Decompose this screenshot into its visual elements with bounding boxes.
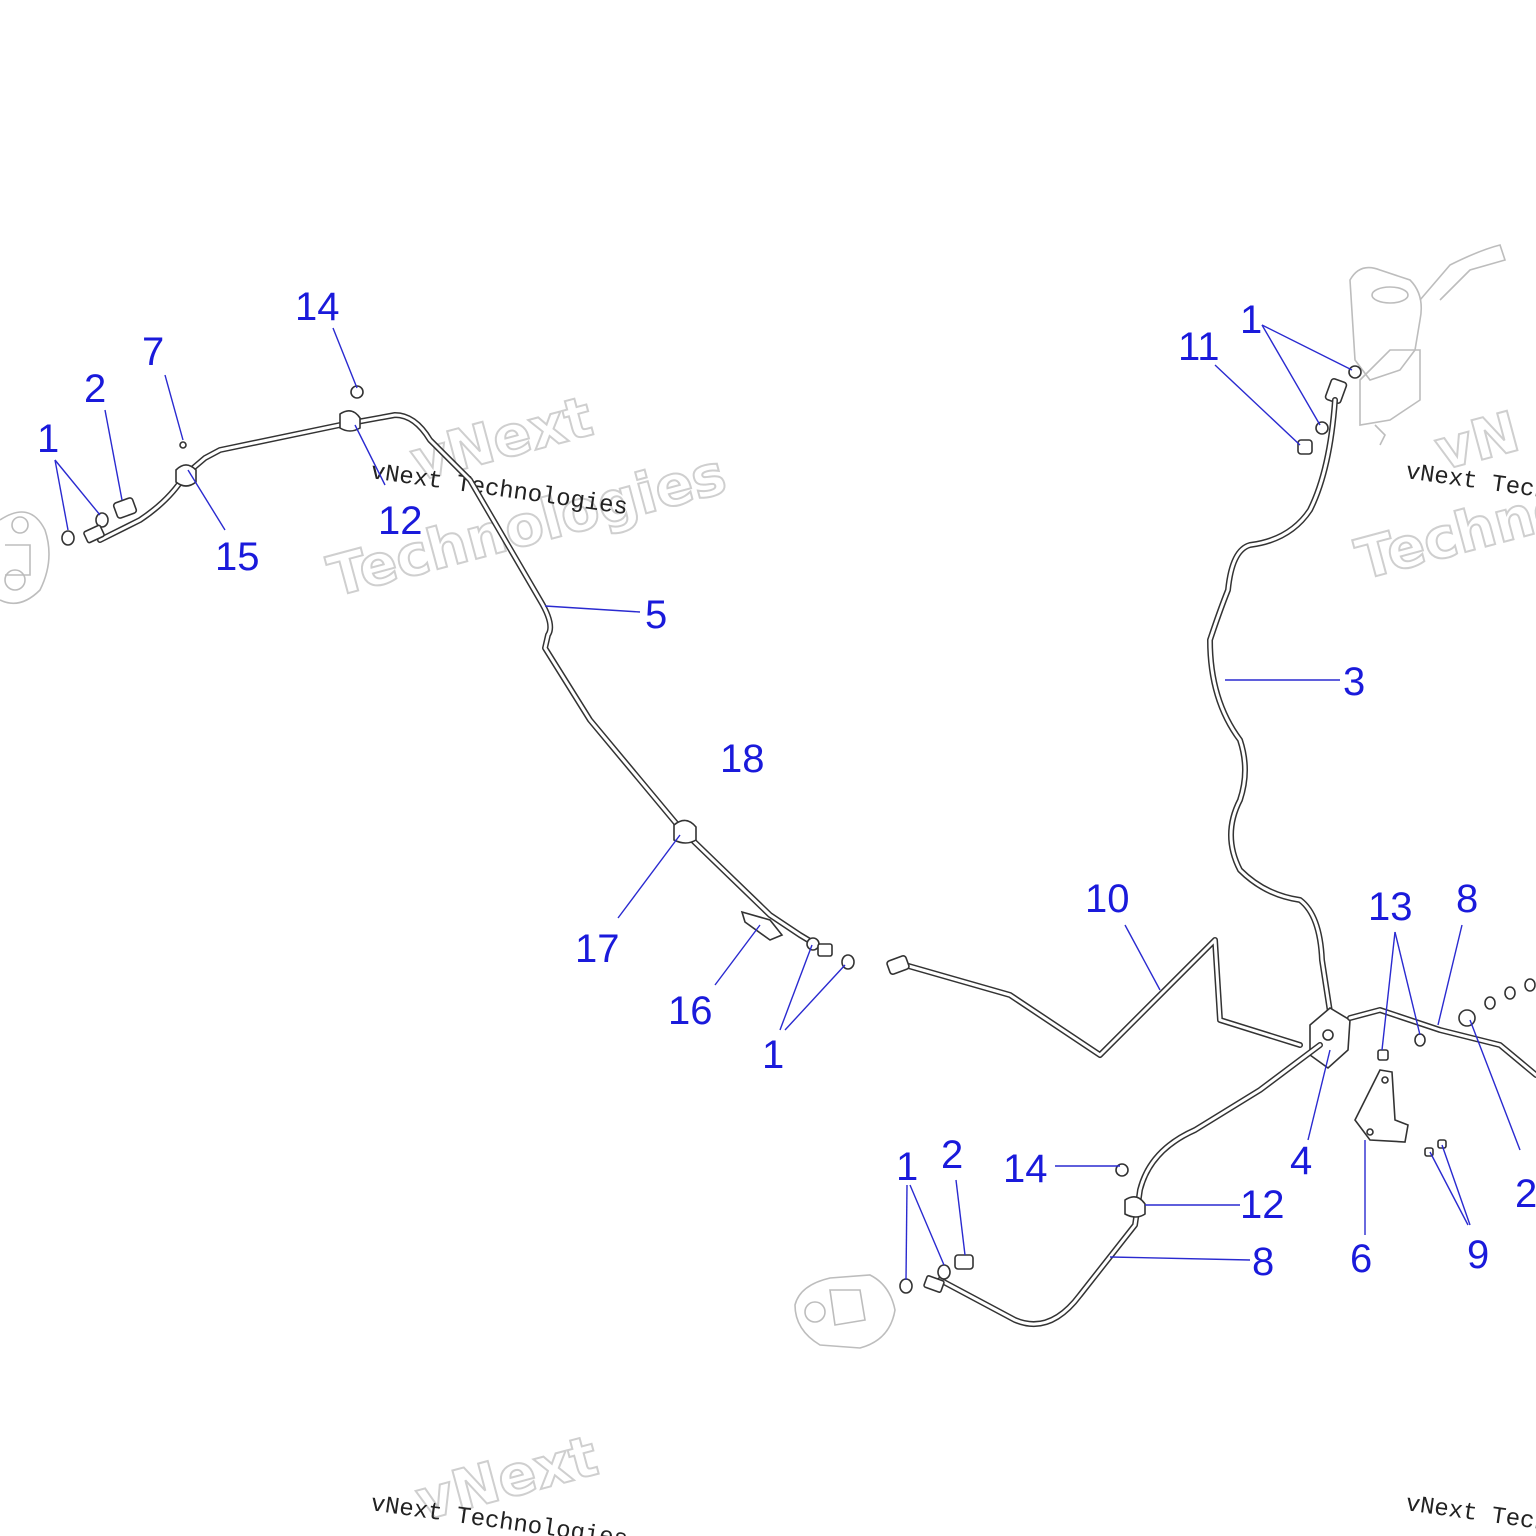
callout-5: 5 xyxy=(645,593,667,637)
line5-fittings xyxy=(61,385,855,970)
callout-1-bottom: 1 xyxy=(896,1145,918,1189)
callout-1-middle: 1 xyxy=(762,1033,784,1077)
callout-labels: 14 7 2 1 15 12 5 18 17 16 1 1 11 3 10 13… xyxy=(37,285,1536,1284)
callout-14-top: 14 xyxy=(295,285,340,329)
callout-6: 6 xyxy=(1350,1237,1372,1281)
callout-1-left: 1 xyxy=(37,417,59,461)
callout-18: 18 xyxy=(720,737,765,781)
brake-line-8-lower xyxy=(937,1042,1323,1328)
junction-block-4 xyxy=(1309,1007,1351,1070)
callout-2-left: 2 xyxy=(84,367,106,411)
bottom-caliper xyxy=(794,1254,974,1349)
callout-11: 11 xyxy=(1178,325,1220,369)
master-cylinder xyxy=(1297,244,1507,455)
callout-17: 17 xyxy=(575,927,620,971)
watermark-group: vNext Technologies vNext Technologies vN… xyxy=(320,383,1536,1536)
callout-14-bottom: 14 xyxy=(1003,1147,1048,1191)
callout-3: 3 xyxy=(1343,660,1365,704)
brake-line-10 xyxy=(886,937,1303,1058)
callout-9: 9 xyxy=(1467,1233,1489,1277)
left-caliper xyxy=(0,511,50,605)
callout-8-right: 8 xyxy=(1456,877,1478,921)
brake-line-5 xyxy=(97,412,828,953)
callout-16: 16 xyxy=(668,989,713,1033)
callout-13: 13 xyxy=(1368,885,1413,929)
callout-1-top-right: 1 xyxy=(1240,298,1262,342)
watermark-text-bottom-right: vNext Technologies xyxy=(1404,1491,1536,1536)
bracket-6 xyxy=(1354,1049,1447,1157)
callout-10: 10 xyxy=(1085,877,1130,921)
callout-8-bottom: 8 xyxy=(1252,1240,1274,1284)
callout-12-bottom: 12 xyxy=(1240,1183,1285,1227)
leader-lines xyxy=(54,324,1521,1281)
callout-4: 4 xyxy=(1290,1139,1312,1183)
brake-line-8-upper xyxy=(1347,978,1536,1078)
callout-2-bottom: 2 xyxy=(941,1133,963,1177)
brake-hose-3 xyxy=(1207,397,1338,1015)
callout-15: 15 xyxy=(215,535,260,579)
callout-2-right: 2 xyxy=(1515,1172,1536,1216)
callout-7: 7 xyxy=(142,330,164,374)
callout-12-top: 12 xyxy=(378,499,423,543)
